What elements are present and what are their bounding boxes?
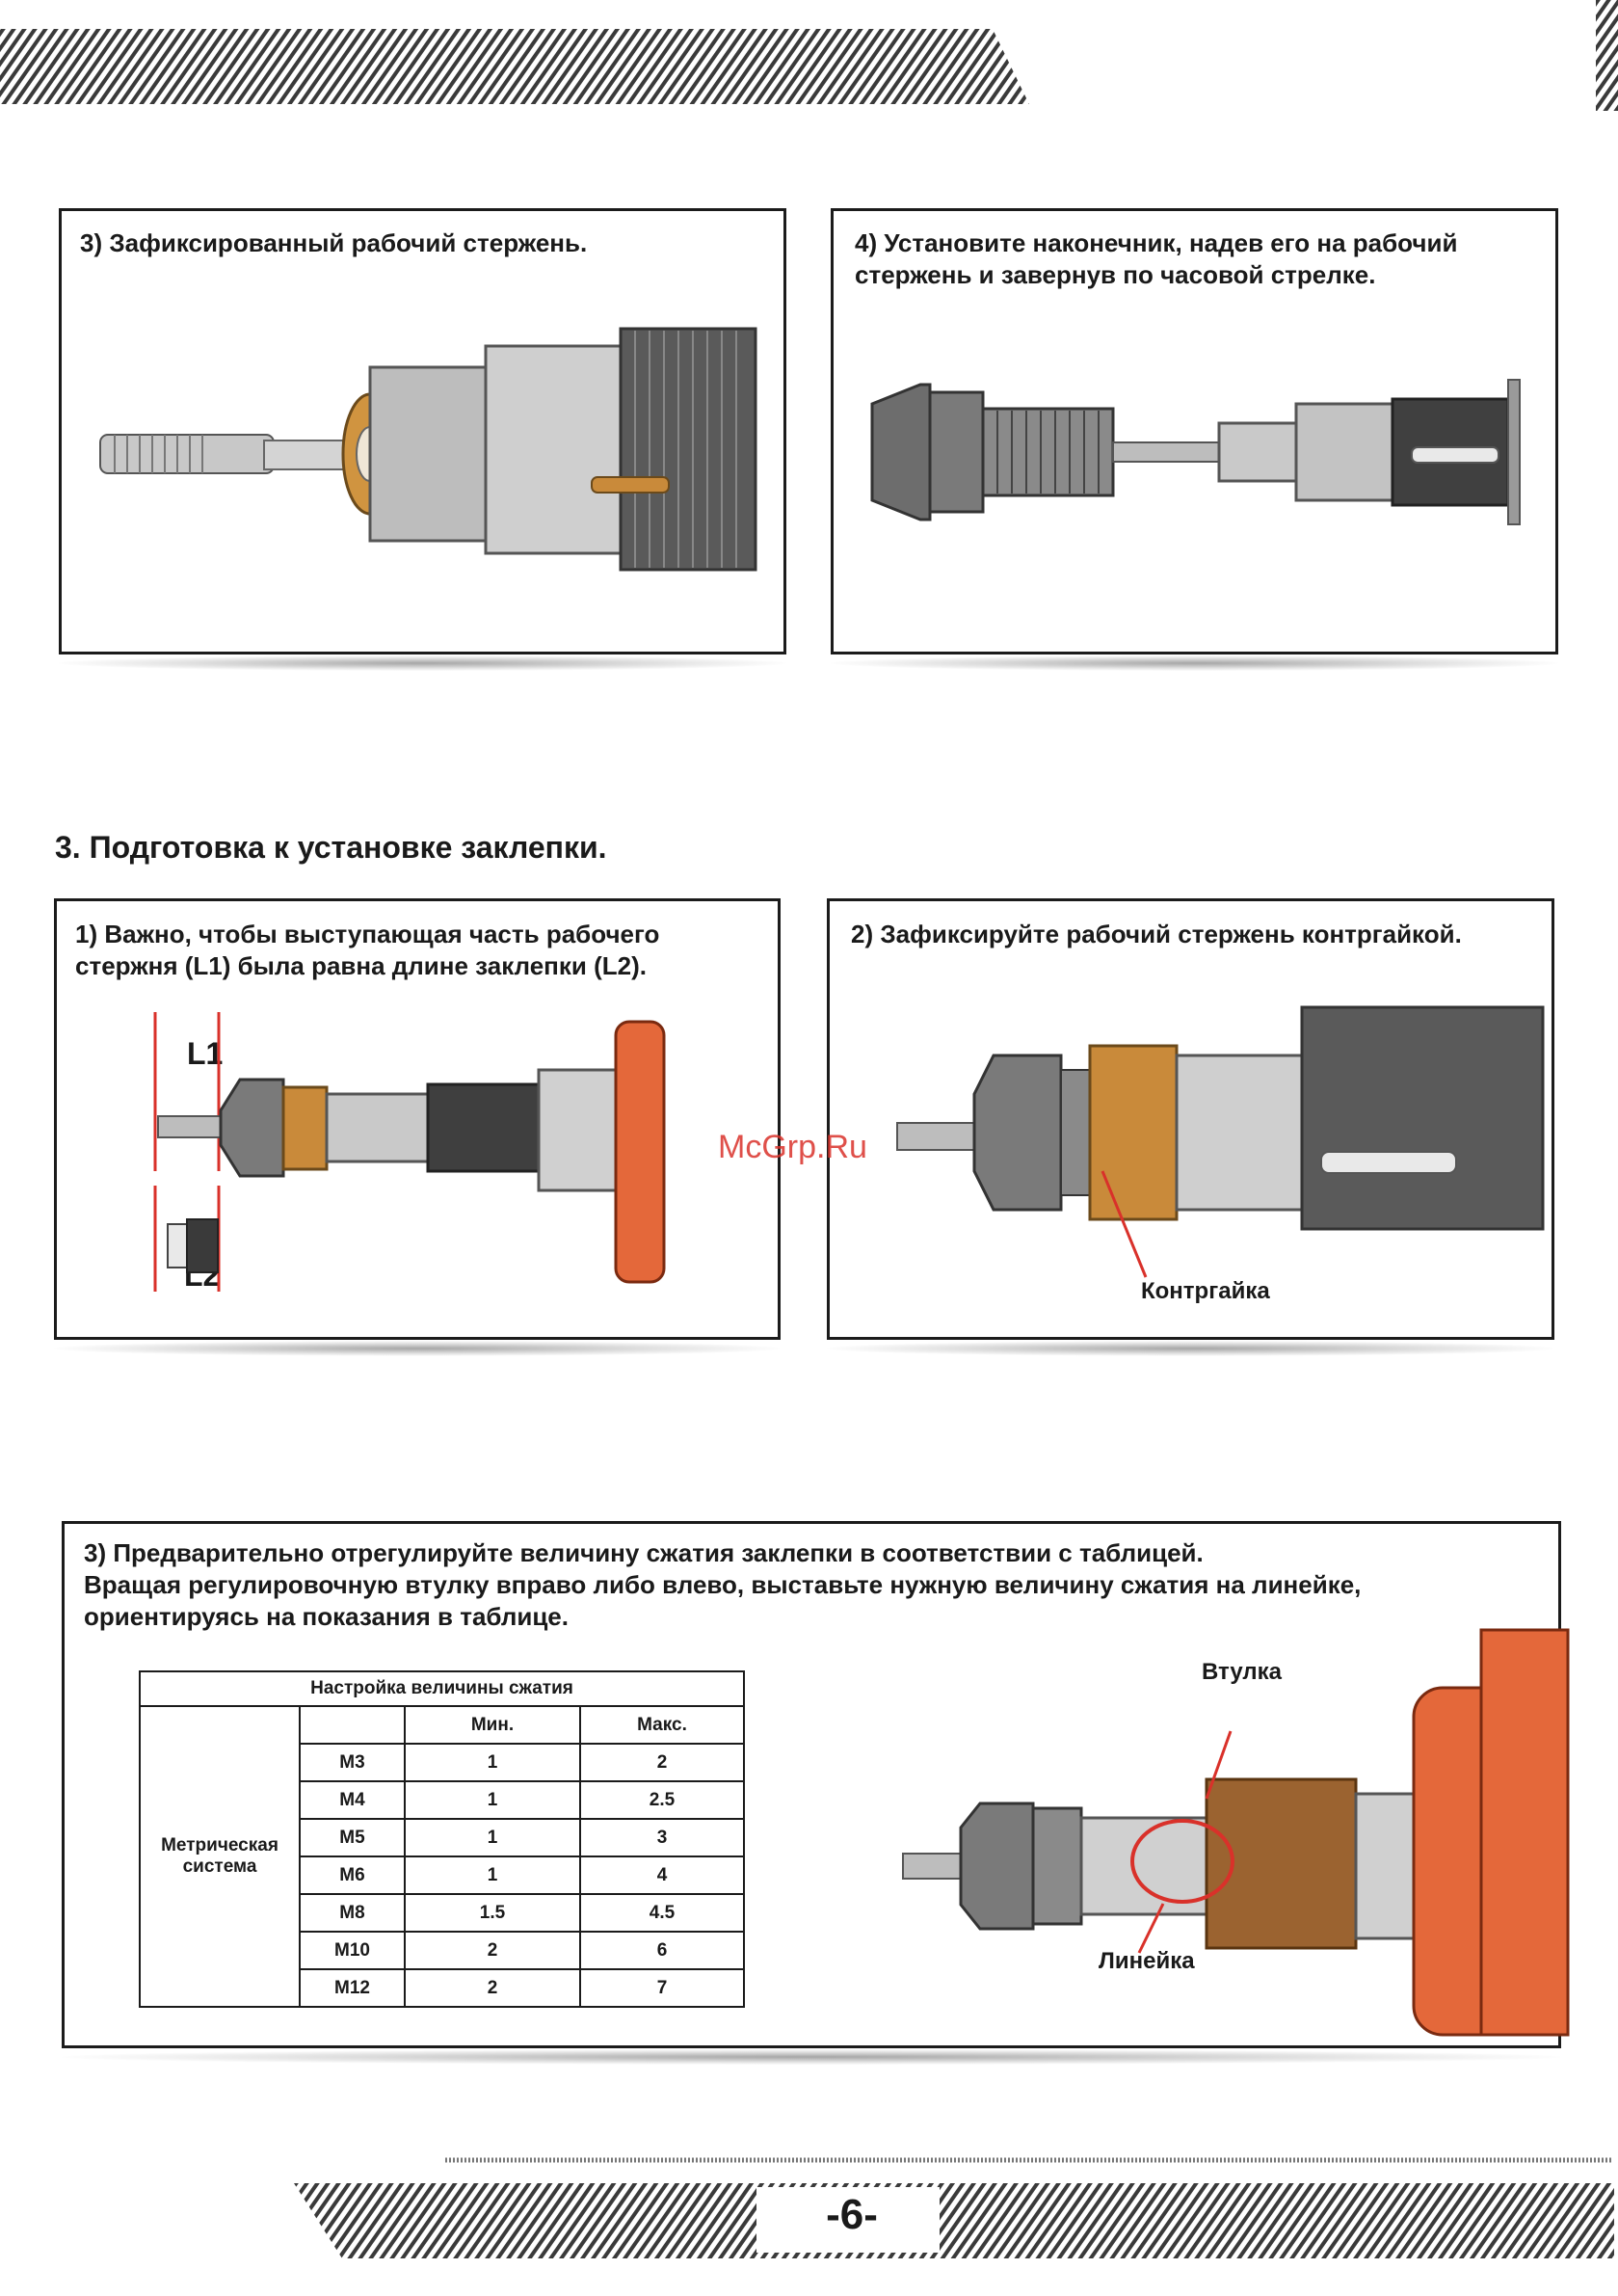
panel-shadow (54, 1341, 781, 1356)
table-cell-size: M10 (299, 1931, 406, 1970)
table-header-min: Мин. (404, 1705, 581, 1745)
table-cell-size: M5 (299, 1818, 406, 1857)
label-sleeve: Втулка (1202, 1659, 1283, 1685)
table-header-max: Макс. (579, 1705, 745, 1745)
table-group: Метрическая система (139, 1705, 301, 2008)
prep1-panel: 1) Важно, чтобы выступающая часть рабоче… (54, 898, 781, 1340)
page-number: -6- (826, 2191, 878, 2238)
prep3-caption-line1: 3) Предварительно отрегулируйте величину… (84, 1538, 1204, 1567)
table-cell-min: 1 (404, 1743, 581, 1782)
table-header-size (299, 1705, 406, 1745)
prep2-caption: 2) Зафиксируйте рабочий стержень контрга… (851, 920, 1462, 948)
table-row: M3 1 2 (140, 1743, 745, 1782)
step3-fixed-panel: 3) Зафиксированный рабочий стержень. (59, 208, 786, 654)
compression-table: Настройка величины сжатия Метрическая си… (139, 1670, 745, 2008)
table-cell-size: M8 (299, 1893, 406, 1933)
table-cell-max: 2 (579, 1743, 745, 1782)
table-cell-max: 7 (579, 1968, 745, 2008)
table-row: M6 1 4 (140, 1855, 745, 1895)
step4-caption: 4) Установите наконечник, надев его на р… (855, 228, 1458, 289)
panel-shadow (827, 1341, 1554, 1356)
prep3-panel: 3) Предварительно отрегулируйте величину… (62, 1521, 1570, 2048)
prep1-caption: 1) Важно, чтобы выступающая часть рабоче… (75, 920, 660, 980)
footer-hatch-band (294, 2183, 1614, 2258)
table-title: Настройка величины сжатия (139, 1670, 745, 1707)
section-title: 3. Подготовка к установке заклепки. (55, 830, 607, 865)
sleeve-ruler-illustration (902, 1628, 1570, 2037)
step4-install-panel: 4) Установите наконечник, надев его на р… (831, 208, 1558, 654)
table-row: M5 1 3 (140, 1818, 745, 1857)
rod-length-illustration (153, 1012, 666, 1292)
top-right-hatch (1596, 0, 1618, 111)
table-cell-min: 2 (404, 1968, 581, 2008)
table-cell-size: M12 (299, 1968, 406, 2008)
footer-dotted-rule (445, 2157, 1611, 2163)
table-row: M12 2 7 (140, 1968, 745, 2008)
label-locknut: Контргайка (1141, 1278, 1270, 1304)
table-row: M10 2 6 (140, 1931, 745, 1970)
label-l1: L1 (187, 1036, 224, 1071)
table-cell-max: 2.5 (579, 1780, 745, 1820)
prep3-caption-line3: ориентируясь на показания в таблице. (84, 1602, 569, 1631)
panel-shadow (59, 655, 786, 671)
table-cell-size: M4 (299, 1780, 406, 1820)
table-cell-max: 6 (579, 1931, 745, 1970)
table-cell-min: 2 (404, 1931, 581, 1970)
table-cell-min: 1 (404, 1818, 581, 1857)
table-cell-min: 1 (404, 1855, 581, 1895)
install-tip-illustration (870, 379, 1521, 525)
table-cell-max: 3 (579, 1818, 745, 1857)
prep3-caption-line2: Вращая регулировочную втулку вправо либо… (84, 1570, 1362, 1599)
panel-shadow (831, 655, 1558, 671)
table-cell-min: 1 (404, 1780, 581, 1820)
table-row: M4 1 2.5 (140, 1780, 745, 1820)
table-cell-max: 4.5 (579, 1893, 745, 1933)
table-cell-size: M6 (299, 1855, 406, 1895)
label-ruler: Линейка (1099, 1948, 1195, 1974)
panel-shadow (62, 2049, 1561, 2065)
prep2-panel: 2) Зафиксируйте рабочий стержень контрга… (827, 898, 1554, 1340)
locknut-illustration (896, 1005, 1545, 1278)
table-cell-size: M3 (299, 1743, 406, 1782)
watermark: McGrp.Ru (718, 1129, 867, 1165)
fixed-rod-illustration (99, 327, 757, 572)
step3-caption: 3) Зафиксированный рабочий стержень. (80, 228, 588, 257)
table-row: M8 1.5 4.5 (140, 1893, 745, 1933)
table-cell-min: 1.5 (404, 1893, 581, 1933)
top-hatch-band (0, 29, 1029, 104)
table-cell-max: 4 (579, 1855, 745, 1895)
